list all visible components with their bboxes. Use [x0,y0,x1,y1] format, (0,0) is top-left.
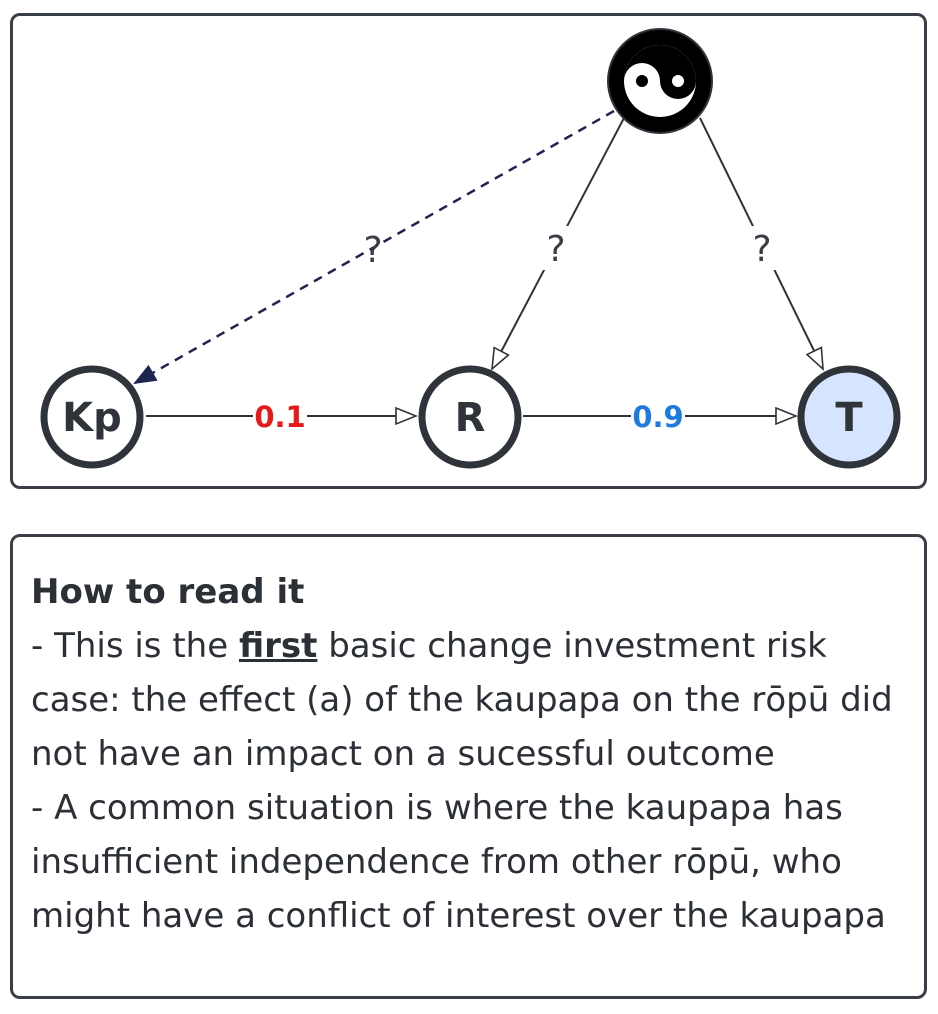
yin-yang-icon [624,45,696,117]
diagram-panel: 0.1 0.9 ? ? ? Kp R T [10,13,927,489]
node-unobserved [607,28,713,134]
node-r: R [418,365,522,469]
edge-u-kp-label: ? [363,230,382,271]
node-t-label: T [835,395,863,441]
point-1-suffix: basic change investment risk case: the e… [31,626,893,774]
node-r-label: R [455,395,486,441]
node-kp-label: Kp [62,395,122,441]
edge-kp-r-weight: 0.1 [254,400,305,434]
edge-u-t-label: ? [752,229,771,270]
explanation-point-2: - A common situation is where the kaupap… [31,788,886,936]
node-kp: Kp [40,365,144,469]
explanation-heading: How to read it [31,572,305,612]
explanation-panel: How to read it - This is the first basic… [10,534,927,999]
causal-diagram: 0.1 0.9 ? ? ? Kp R T [40,28,901,469]
node-t: T [797,365,901,469]
edge-u-kp [135,109,615,385]
edge-r-t-weight: 0.9 [632,400,683,434]
point-1-prefix: - This is the [31,626,239,666]
explanation-point-1: - This is the first basic change investm… [31,619,906,781]
point-1-emphasis: first [238,626,318,666]
edge-u-r-label: ? [546,229,565,270]
